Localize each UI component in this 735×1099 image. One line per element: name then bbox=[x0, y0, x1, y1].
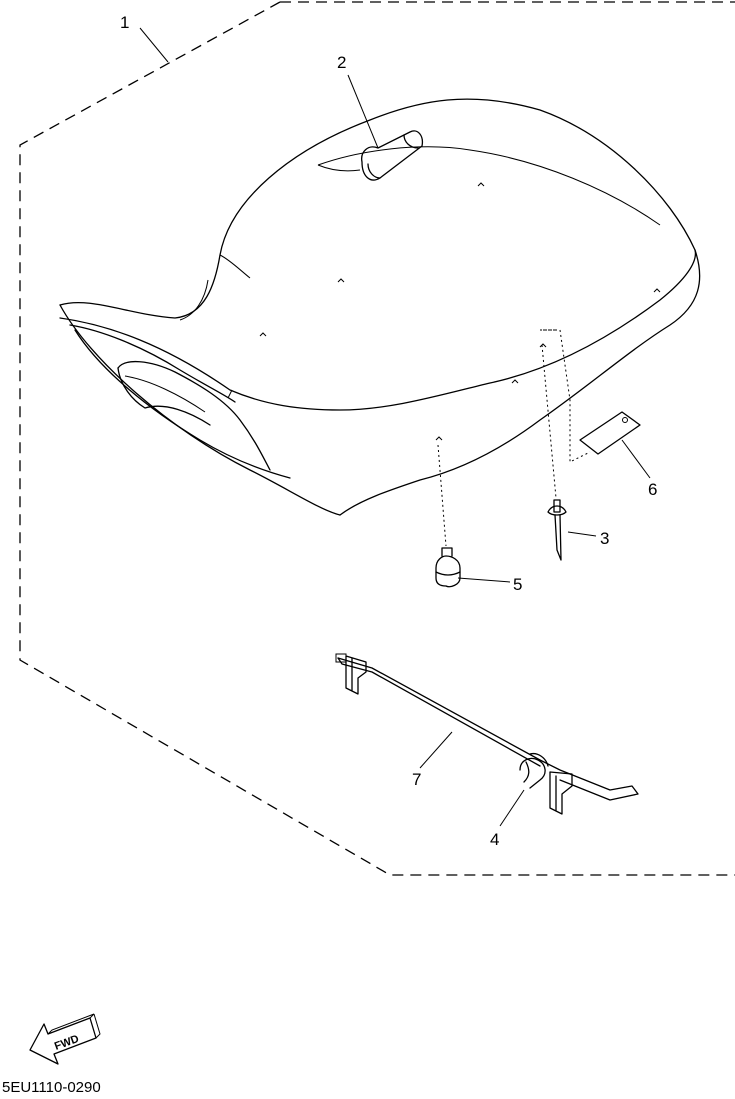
callout-5: 5 bbox=[513, 575, 522, 594]
leader-lines bbox=[139, 27, 651, 827]
callout-4: 4 bbox=[490, 830, 499, 849]
part-6-bracket-plate bbox=[540, 329, 641, 463]
part-5-damper bbox=[435, 444, 461, 588]
part-2-seat-strap bbox=[361, 130, 424, 181]
callout-6: 6 bbox=[648, 480, 657, 499]
seat-body bbox=[59, 98, 701, 516]
callout-1: 1 bbox=[120, 13, 129, 32]
callout-7: 7 bbox=[412, 770, 421, 789]
fwd-arrow-icon bbox=[29, 1017, 97, 1065]
part-7-lock-rod bbox=[335, 653, 639, 815]
part-4-clip bbox=[519, 752, 549, 789]
part-3-rivet bbox=[541, 344, 567, 561]
fwd-label: FWD bbox=[53, 1033, 81, 1053]
assembly-boundary bbox=[19, 1, 735, 876]
callout-3: 3 bbox=[600, 529, 609, 548]
fwd-badge: FWD bbox=[29, 1013, 101, 1065]
callout-2: 2 bbox=[337, 53, 346, 72]
drawing-code: 5EU1110-0290 bbox=[2, 1079, 101, 1094]
